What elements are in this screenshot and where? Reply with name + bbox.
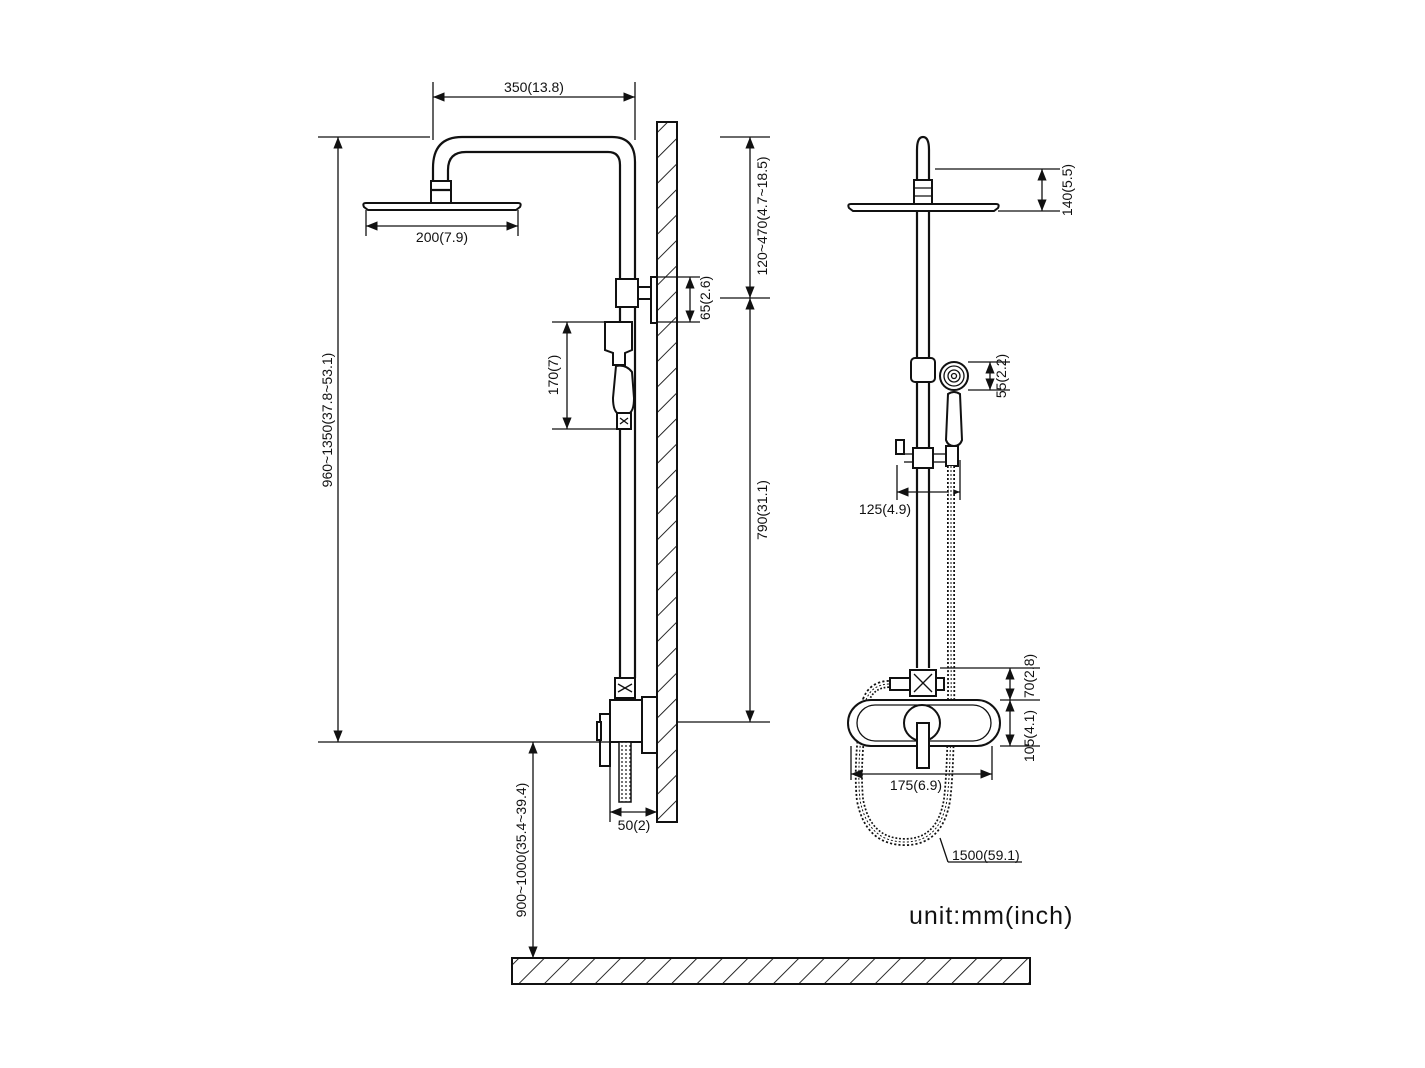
side-view: 350(13.8) 200(7.9) 960~1350(37.8~53.1) 1… bbox=[318, 79, 1031, 985]
front-slide-holder bbox=[910, 357, 936, 383]
front-view: 140(5.5) 55(2.2) 125(4.9) bbox=[847, 135, 1075, 930]
front-riser bbox=[915, 135, 931, 180]
dim-valve-lower: 105(4.1) bbox=[1021, 710, 1037, 762]
front-shower-head bbox=[847, 203, 1000, 212]
dim-valve-upper: 70(2.8) bbox=[1021, 654, 1037, 698]
shower-arm bbox=[431, 135, 637, 280]
handshower bbox=[611, 364, 636, 415]
shower-head-neck bbox=[430, 180, 452, 204]
front-handshower-handle bbox=[944, 391, 964, 448]
dim-diverter-spacing: 125(4.9) bbox=[859, 501, 911, 517]
shower-head bbox=[362, 202, 522, 211]
dim-hose-length: 1500(59.1) bbox=[952, 847, 1020, 863]
dim-holder-height: 170(7) bbox=[545, 355, 561, 395]
front-outlet bbox=[889, 677, 911, 691]
dim-arm-length: 350(13.8) bbox=[504, 79, 564, 95]
side-hose bbox=[618, 741, 632, 803]
dim-head-thickness: 140(5.5) bbox=[1059, 164, 1075, 216]
dim-total-height: 960~1350(37.8~53.1) bbox=[319, 353, 335, 488]
dim-wall-offset: 50(2) bbox=[618, 817, 651, 833]
mixer-valve-body bbox=[609, 699, 643, 743]
dim-rail-height: 790(31.1) bbox=[754, 480, 770, 540]
dim-valve-width: 175(6.9) bbox=[890, 777, 942, 793]
front-diverter bbox=[912, 447, 934, 469]
dim-hand-diameter: 55(2.2) bbox=[993, 354, 1009, 398]
dim-install-height: 900~1000(35.4~39.4) bbox=[513, 783, 529, 918]
unit-label: unit:mm(inch) bbox=[909, 902, 1073, 930]
dim-riser-adjust: 120~470(4.7~18.5) bbox=[754, 156, 770, 275]
dim-head-diameter: 200(7.9) bbox=[416, 229, 468, 245]
wall-hatch bbox=[656, 121, 678, 823]
upper-bracket bbox=[615, 278, 639, 308]
handshower-holder bbox=[604, 321, 633, 366]
dim-bracket-height: 65(2.6) bbox=[697, 276, 713, 320]
floor-hatch bbox=[511, 957, 1031, 985]
